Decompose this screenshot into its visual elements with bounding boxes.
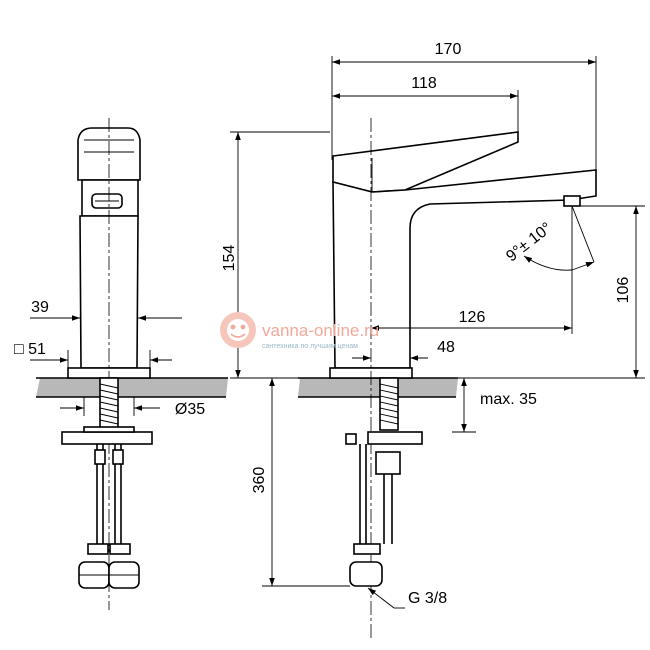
dim-base-offset: 48 (437, 339, 455, 356)
dim-overall-length: 170 (435, 41, 462, 58)
watermark (220, 312, 256, 348)
dim-hose-length: 360 (251, 467, 268, 494)
dim-max-counter: max. 35 (480, 391, 537, 408)
dim-lever-length: 118 (411, 75, 437, 92)
dim-hole-diameter: Ø35 (175, 401, 205, 418)
watermark-tagline: сантехника по лучшим ценам (262, 343, 358, 350)
dimension-lines (230, 56, 645, 609)
dim-body-width: 39 (31, 299, 49, 316)
dim-height: 154 (221, 245, 238, 272)
dim-thread: G 3/8 (408, 590, 447, 607)
countertop-front (36, 377, 228, 398)
dim-spout-height: 106 (615, 277, 632, 304)
countertop-side (298, 377, 458, 398)
dim-spout-reach: 126 (459, 309, 486, 326)
dim-aerator-angle: 9°± 10° (503, 220, 555, 266)
watermark-brand: vanna-online.ru (262, 321, 379, 340)
faucet-side-view (329, 118, 597, 640)
faucet-front-view (30, 118, 182, 610)
dim-base-square: □ 51 (14, 341, 46, 358)
